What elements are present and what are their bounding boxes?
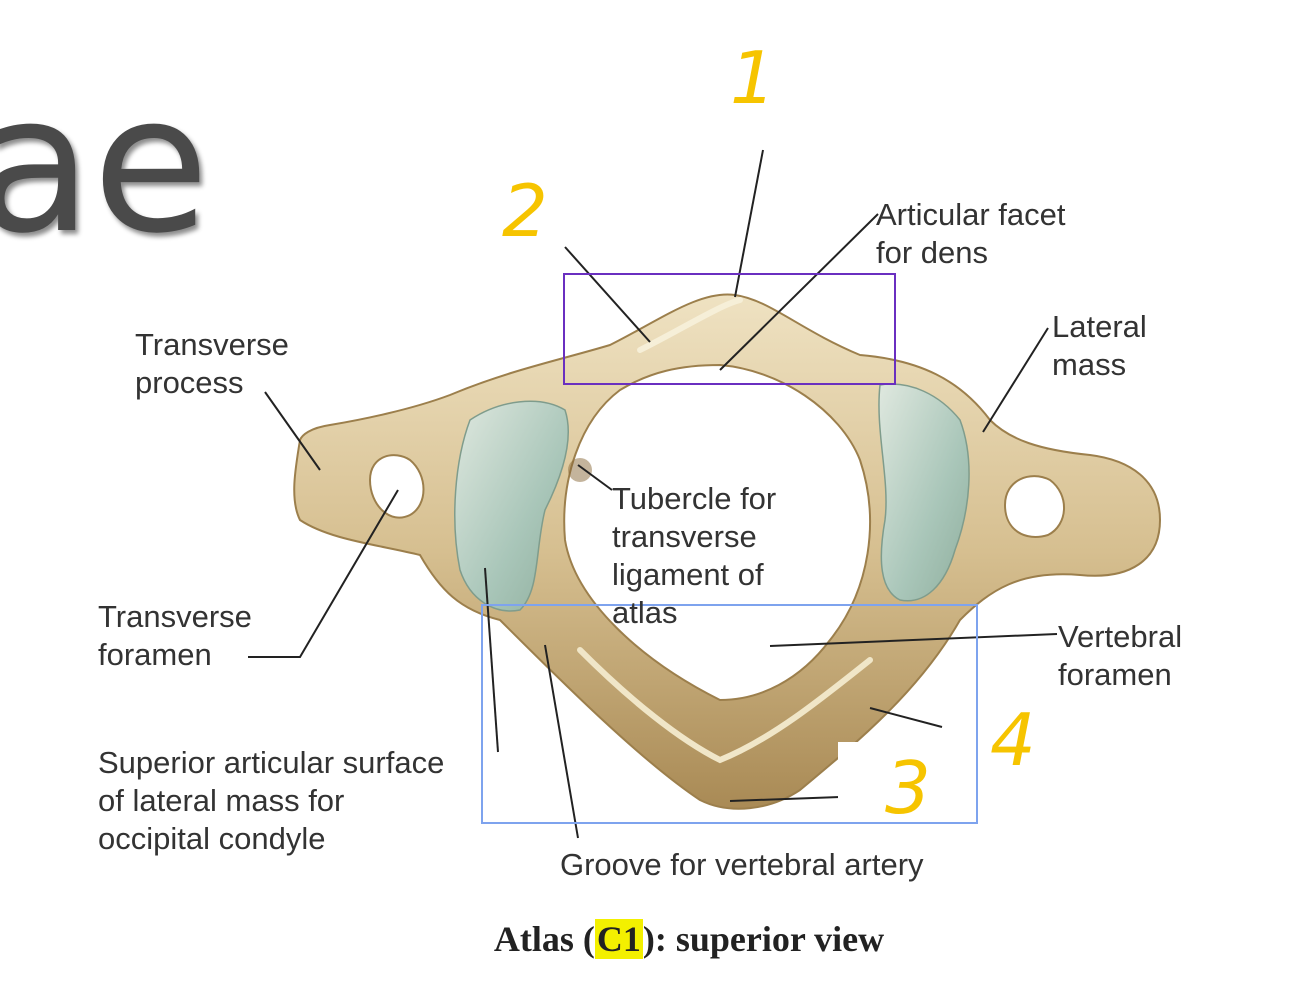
label-tubercle: Tubercle for transverse ligament of atla… <box>612 481 777 630</box>
leader-lines <box>248 149 1058 839</box>
tubercle-shadow <box>568 458 592 482</box>
label-mask-3 <box>838 742 970 822</box>
handwritten-number-2: 2 <box>502 169 548 253</box>
label-articular-facet: Articular facet for dens <box>876 197 1066 270</box>
slide-title-fragment: ae <box>0 54 210 275</box>
handwritten-number-4: 4 <box>990 698 1036 782</box>
label-mask-4 <box>980 700 1130 818</box>
caption-prefix: Atlas ( <box>493 919 595 959</box>
blue-highlight-box <box>481 604 978 824</box>
label-transverse-foramen: Transverse foramen <box>98 599 252 672</box>
label-transverse-process: Transverse process <box>135 327 289 400</box>
posterior-arch-highlight <box>577 647 873 764</box>
handwritten-number-3: 3 <box>885 746 931 830</box>
label-lateral-mass: Lateral mass <box>1052 309 1147 382</box>
purple-highlight-box <box>563 273 896 385</box>
figure-caption: Atlas (C1): superior view <box>0 918 1289 960</box>
caption-highlight: C1 <box>594 919 643 959</box>
right-superior-facet <box>878 383 970 602</box>
caption-suffix: ): superior view <box>642 919 885 959</box>
label-superior-articular: Superior articular surface of lateral ma… <box>98 745 445 856</box>
handwritten-number-1: 1 <box>730 36 776 120</box>
label-vertebral-foramen: Vertebral foramen <box>1058 619 1183 692</box>
label-groove: Groove for vertebral artery <box>560 847 924 882</box>
left-superior-facet <box>454 400 569 612</box>
anterior-arch-highlight <box>637 297 743 353</box>
